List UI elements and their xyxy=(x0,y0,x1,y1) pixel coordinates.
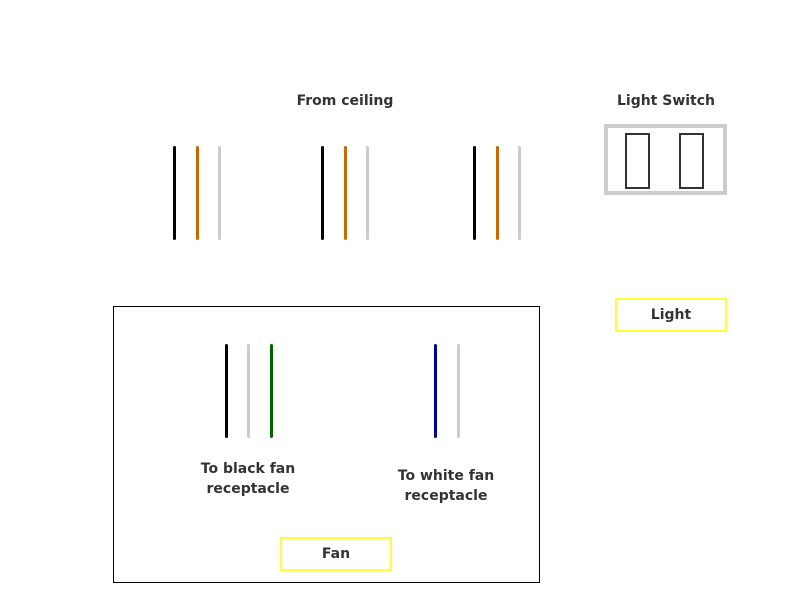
fan-tag[interactable]: Fan xyxy=(280,537,392,571)
fan-box[interactable] xyxy=(113,306,540,583)
white-receptacle-label-line1: To white fan xyxy=(397,468,495,484)
ceiling-wire-black[interactable] xyxy=(321,146,324,240)
from-ceiling-label: From ceiling xyxy=(296,93,394,109)
switch-toggle-right[interactable] xyxy=(679,133,704,189)
light-switch[interactable] xyxy=(604,124,727,195)
black-receptacle-label: To black fan receptacle xyxy=(168,459,328,499)
fan-tag-label: Fan xyxy=(321,546,351,562)
ceiling-wire-grey[interactable] xyxy=(366,146,369,240)
black-receptacle-label-line2: receptacle xyxy=(206,481,290,497)
ceiling-wire-black[interactable] xyxy=(173,146,176,240)
fan-wire-grey[interactable] xyxy=(247,344,250,438)
ceiling-wire-orange[interactable] xyxy=(496,146,499,240)
light-tag[interactable]: Light xyxy=(615,298,727,332)
fan-wire-black[interactable] xyxy=(225,344,228,438)
white-receptacle-label-line2: receptacle xyxy=(404,488,488,504)
fan-wire-green[interactable] xyxy=(270,344,273,438)
fan-wire-grey[interactable] xyxy=(457,344,460,438)
ceiling-wire-grey[interactable] xyxy=(218,146,221,240)
switch-toggle-left[interactable] xyxy=(625,133,650,189)
ceiling-wire-grey[interactable] xyxy=(518,146,521,240)
ceiling-wire-black[interactable] xyxy=(473,146,476,240)
ceiling-wire-orange[interactable] xyxy=(344,146,347,240)
ceiling-wire-orange[interactable] xyxy=(196,146,199,240)
light-switch-label: Light Switch xyxy=(616,93,716,109)
fan-wire-blue[interactable] xyxy=(434,344,437,438)
white-receptacle-label: To white fan receptacle xyxy=(366,466,526,506)
black-receptacle-label-line1: To black fan xyxy=(200,461,296,477)
light-tag-label: Light xyxy=(650,307,692,323)
